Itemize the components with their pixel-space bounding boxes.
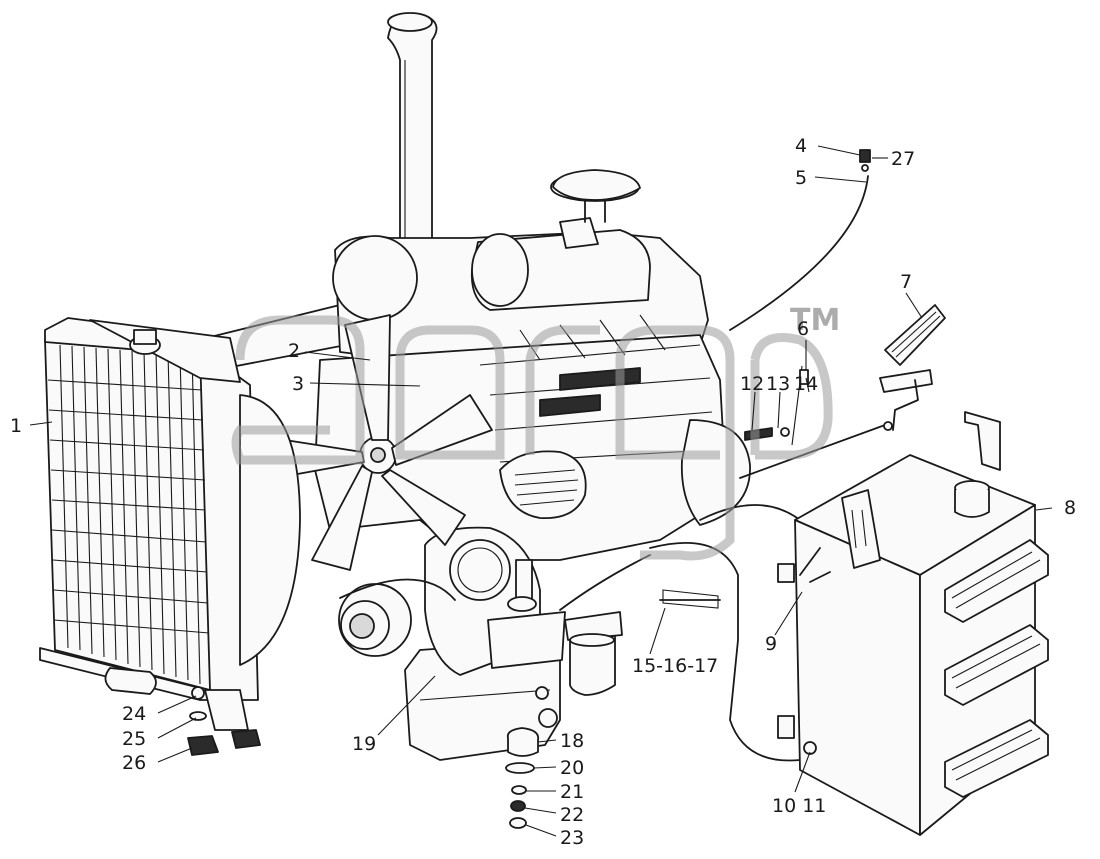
callout-22: 22 [560, 804, 584, 826]
callout-4: 4 [795, 135, 807, 157]
callout-1: 1 [10, 415, 22, 437]
radiator-mount-pads [187, 686, 261, 756]
callout-labels: 1 2 3 4 5 6 7 8 9 10 11 12 13 14 15-16-1… [10, 135, 1076, 849]
callout-12: 12 [740, 373, 764, 395]
radiator [39, 317, 301, 731]
callout-20: 20 [560, 757, 584, 779]
callout-15-16-17: 15-16-17 [632, 655, 718, 677]
callout-8: 8 [1064, 497, 1076, 519]
accelerator-pedal [879, 304, 946, 431]
cooling-fan [284, 314, 493, 571]
callout-18: 18 [560, 730, 584, 752]
front-cover [338, 526, 541, 676]
callout-3: 3 [292, 373, 304, 395]
watermark: TM [231, 303, 840, 561]
fuel-filter [564, 611, 623, 696]
fuel-tank [777, 411, 1049, 836]
engine-mount-stack [487, 559, 566, 829]
callout-24: 24 [122, 703, 146, 725]
callout-23: 23 [560, 827, 584, 849]
callout-26: 26 [122, 752, 146, 774]
callout-2: 2 [288, 340, 300, 362]
leader-lines [29, 145, 1053, 837]
callout-10-11: 10 11 [772, 795, 826, 817]
watermark-tm: TM [790, 303, 840, 338]
callout-13: 13 [766, 373, 790, 395]
callout-19: 19 [352, 733, 376, 755]
small-fittings [744, 149, 871, 441]
callout-7: 7 [900, 271, 912, 293]
callout-21: 21 [560, 781, 584, 803]
callout-14: 14 [794, 373, 818, 395]
callout-5: 5 [795, 167, 807, 189]
exhaust-pipe [387, 12, 438, 243]
callout-25: 25 [122, 728, 146, 750]
callout-6: 6 [797, 318, 809, 340]
callout-9: 9 [765, 633, 777, 655]
callout-27: 27 [891, 148, 915, 170]
